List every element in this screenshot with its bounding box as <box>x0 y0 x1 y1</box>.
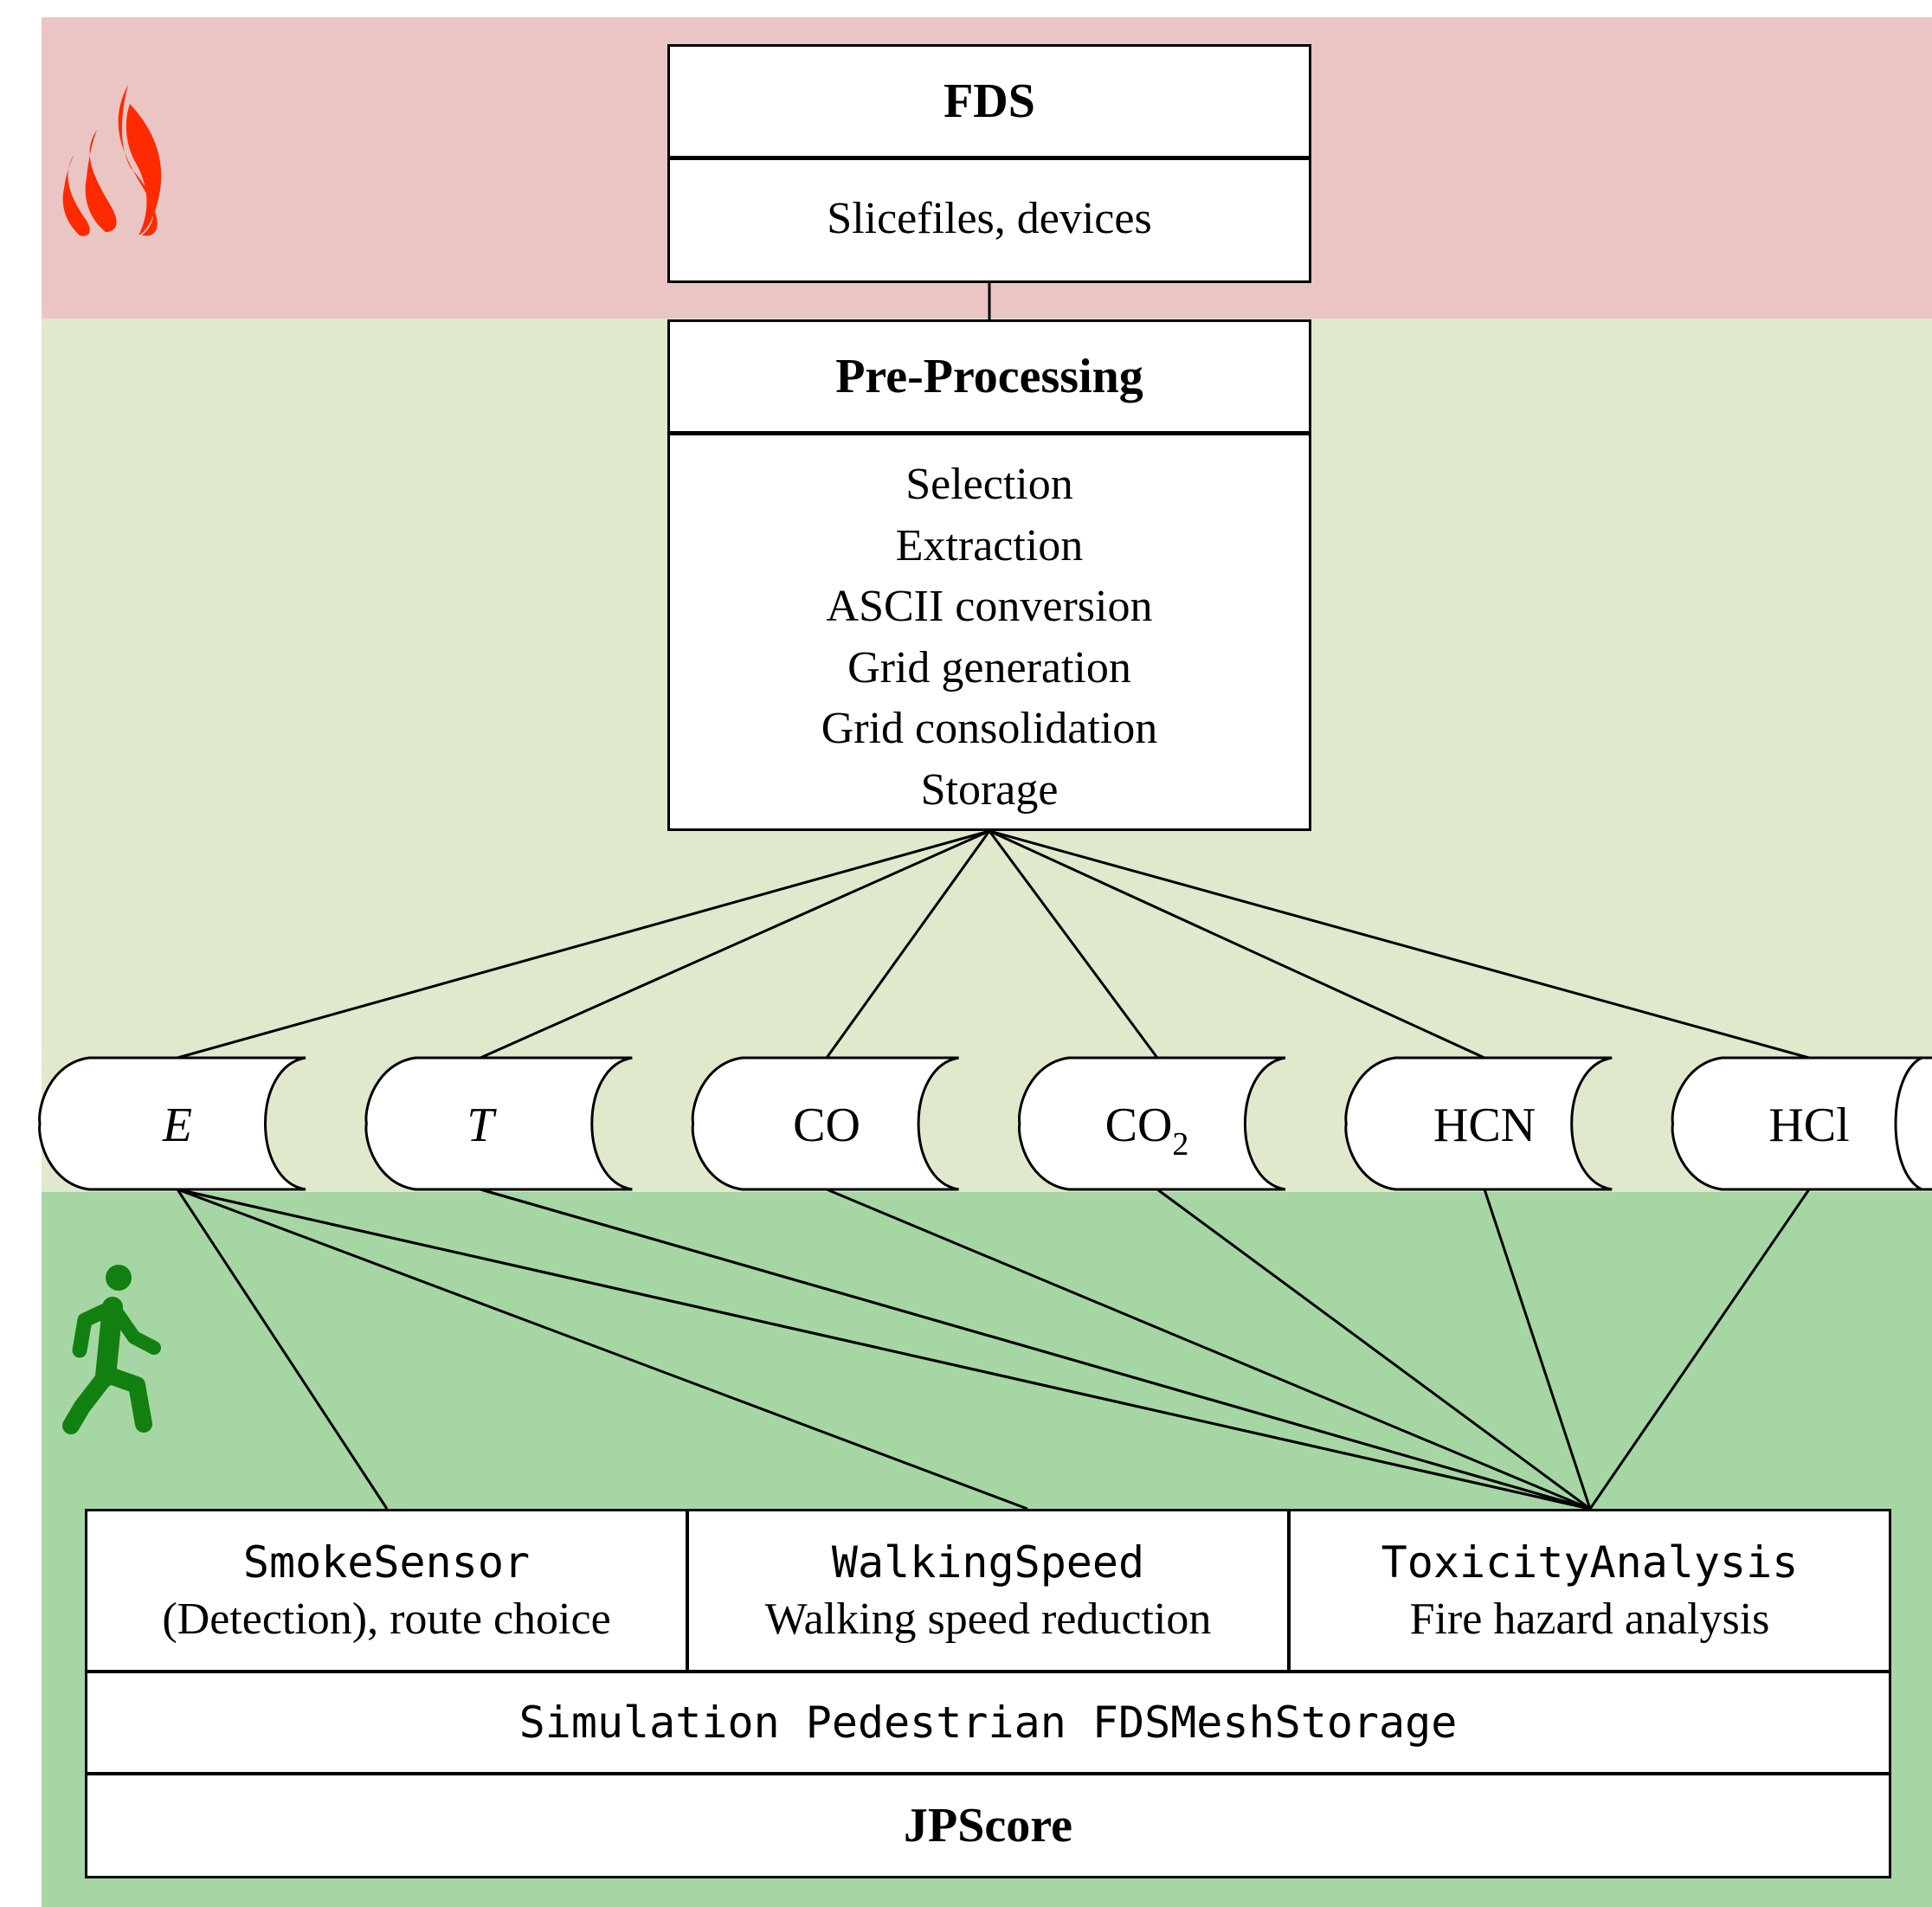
jpscore-title: JPScore <box>904 1799 1072 1852</box>
step-extraction: Extraction <box>895 520 1084 570</box>
quantity-co2: CO2 <box>1018 1056 1286 1191</box>
jpscore-box: SmokeSensor (Detection), route choice Wa… <box>85 1509 1891 1878</box>
module-walking-speed: WalkingSpeed Walking speed reduction <box>686 1511 1287 1670</box>
walking-person-icon <box>62 1265 161 1434</box>
quantity-label: CO <box>793 1098 860 1152</box>
link-line <box>1483 1189 1592 1510</box>
module-toxicity-analysis: ToxicityAnalysis Fire hazard analysis <box>1287 1511 1889 1670</box>
module-name: WalkingSpeed <box>831 1537 1145 1588</box>
link-line <box>480 1188 1591 1511</box>
link-line <box>1588 1189 1811 1510</box>
jpscore-modules: SmokeSensor (Detection), route choice Wa… <box>87 1511 1889 1673</box>
quantity-hcl: HCl <box>1671 1056 1932 1191</box>
quantity-partial-edge <box>1894 1056 1932 1191</box>
module-name: ToxicityAnalysis <box>1381 1537 1799 1588</box>
link-line <box>826 1188 1591 1511</box>
fan-out-line <box>988 830 1159 1059</box>
step-storage: Storage <box>920 764 1059 815</box>
module-description: Fire hazard analysis <box>1409 1594 1770 1644</box>
step-selection: Selection <box>905 460 1073 509</box>
quantity-label: T <box>467 1098 497 1152</box>
step-grid-consolidation: Grid consolidation <box>821 704 1158 753</box>
fan-out-line <box>177 829 990 1060</box>
preprocessing-box: Pre-Processing Selection Extraction ASCI… <box>667 319 1311 831</box>
link-line <box>1156 1188 1591 1511</box>
fan-out-line <box>825 830 991 1059</box>
fan-out-line <box>989 829 1810 1060</box>
quantity-hcn: HCN <box>1344 1056 1613 1191</box>
preprocessing-fan-out <box>177 829 1810 1060</box>
fds-box: FDS Slicefiles, devices <box>667 44 1311 283</box>
preprocessing-steps: Selection Extraction ASCII conversion Gr… <box>670 435 1309 821</box>
module-smoke-sensor: SmokeSensor (Detection), route choice <box>87 1511 686 1670</box>
quantity-e: E <box>38 1056 306 1191</box>
fds-title: FDS <box>670 47 1309 160</box>
link-line <box>176 1189 389 1510</box>
fan-out-line <box>989 829 1485 1060</box>
quantity-label: HCl <box>1768 1098 1849 1152</box>
quantity-label: E <box>162 1098 192 1152</box>
jpscore-storage-layer: Simulation Pedestrian FDSMeshStorage <box>87 1673 1889 1775</box>
module-description: Walking speed reduction <box>764 1594 1212 1644</box>
quantity-co: CO <box>691 1056 959 1191</box>
fds-outputs: Slicefiles, devices <box>827 193 1152 243</box>
quantity-to-module-links <box>176 1188 1811 1511</box>
module-description: (Detection), route choice <box>162 1594 611 1644</box>
quantity-t: T <box>364 1056 633 1191</box>
fan-out-line <box>480 829 990 1060</box>
quantity-label: HCN <box>1433 1098 1536 1152</box>
preprocessing-title: Pre-Processing <box>670 322 1309 435</box>
module-name: SmokeSensor <box>242 1537 531 1588</box>
step-grid-generation: Grid generation <box>847 642 1131 693</box>
subscript: 2 <box>1172 1126 1188 1163</box>
link-line <box>177 1188 1028 1511</box>
step-ascii-conversion: ASCII conversion <box>826 582 1153 631</box>
link-line <box>177 1188 1591 1511</box>
flame-icon <box>62 85 162 236</box>
